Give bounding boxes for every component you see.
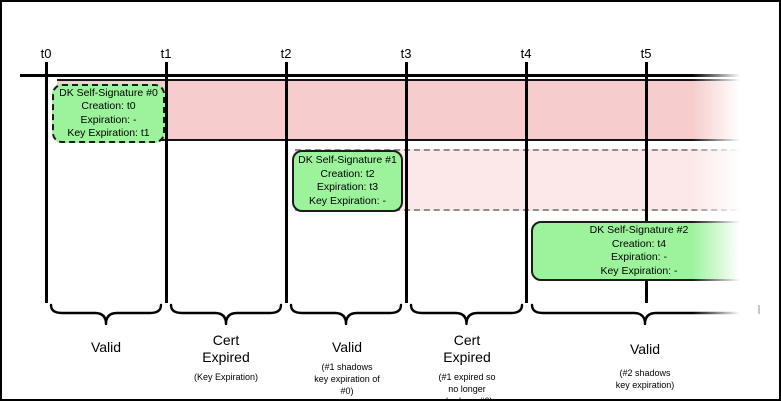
period-title: Valid [629,341,661,357]
tick-line-t5 [645,62,648,303]
tick-label-t3: t3 [400,46,412,61]
signature-title: DK Self-Signature #2 [589,224,689,236]
tick-line-t3 [405,62,408,303]
period-note: (#1 expired so no longer shadows #0) [438,372,496,401]
period-label-cert-expired-2: Cert Expired (#1 expired so no longer sh… [392,332,542,401]
period-title: Cert Expired [443,332,491,365]
period-label-valid-2: Valid (#1 shadows key expiration of #0) [272,339,422,397]
tick-label-t4: t4 [520,46,532,61]
signature-key-expiration: Key Expiration: - [308,194,387,207]
underbrace-period-2 [289,303,403,326]
period-title: Cert Expired [202,332,250,365]
underbrace-period-3 [409,303,524,326]
period-title: Valid [331,339,363,355]
signature-title: DK Self-Signature #1 [298,154,397,166]
period-note: (#1 shadows key expiration of #0) [314,362,380,396]
signature-box-0: DK Self-Signature #0 Creation: t0 Expira… [52,84,165,143]
signature-key-expiration: Key Expiration: - [600,264,678,277]
signature-title: DK Self-Signature #0 [59,86,158,99]
period-title: Valid [90,339,122,355]
signature-key-expiration: Key Expiration: t1 [67,127,150,139]
key-expired-band-sig0 [57,79,747,141]
period-note: (Key Expiration) [193,372,259,382]
underbrace-period-1 [169,303,283,326]
tick-label-t0: t0 [40,46,52,61]
fade-out-gradient [692,4,779,399]
signature-expiration: Expiration: t3 [316,181,379,193]
tick-line-t1 [165,62,168,303]
signature-expiration: Expiration: - [610,251,668,263]
tick-label-t1: t1 [160,46,172,61]
signature-box-1: DK Self-Signature #1 Creation: t2 Expira… [292,150,403,212]
tick-line-t0 [45,62,48,303]
signature-creation: Creation: t0 [81,100,136,112]
tick-line-t2 [285,62,288,303]
time-axis-line [20,74,747,77]
tick-line-t4 [525,62,528,303]
tick-label-t5: t5 [640,46,652,61]
signature-expiration: Expiration: - [80,113,137,126]
signature-creation: Creation: t2 [320,167,375,180]
signature-creation: Creation: t4 [611,237,667,250]
tick-label-t2: t2 [280,46,292,61]
period-label-cert-expired-1: Cert Expired (Key Expiration) [151,332,301,383]
underbrace-period-0 [49,303,163,326]
period-label-valid-1: Valid [31,339,181,356]
period-note: (#2 shadows key expiration) [615,368,675,390]
period-label-valid-3: Valid (#2 shadows key expiration) [570,341,720,391]
brace-end-fragment [758,305,760,314]
